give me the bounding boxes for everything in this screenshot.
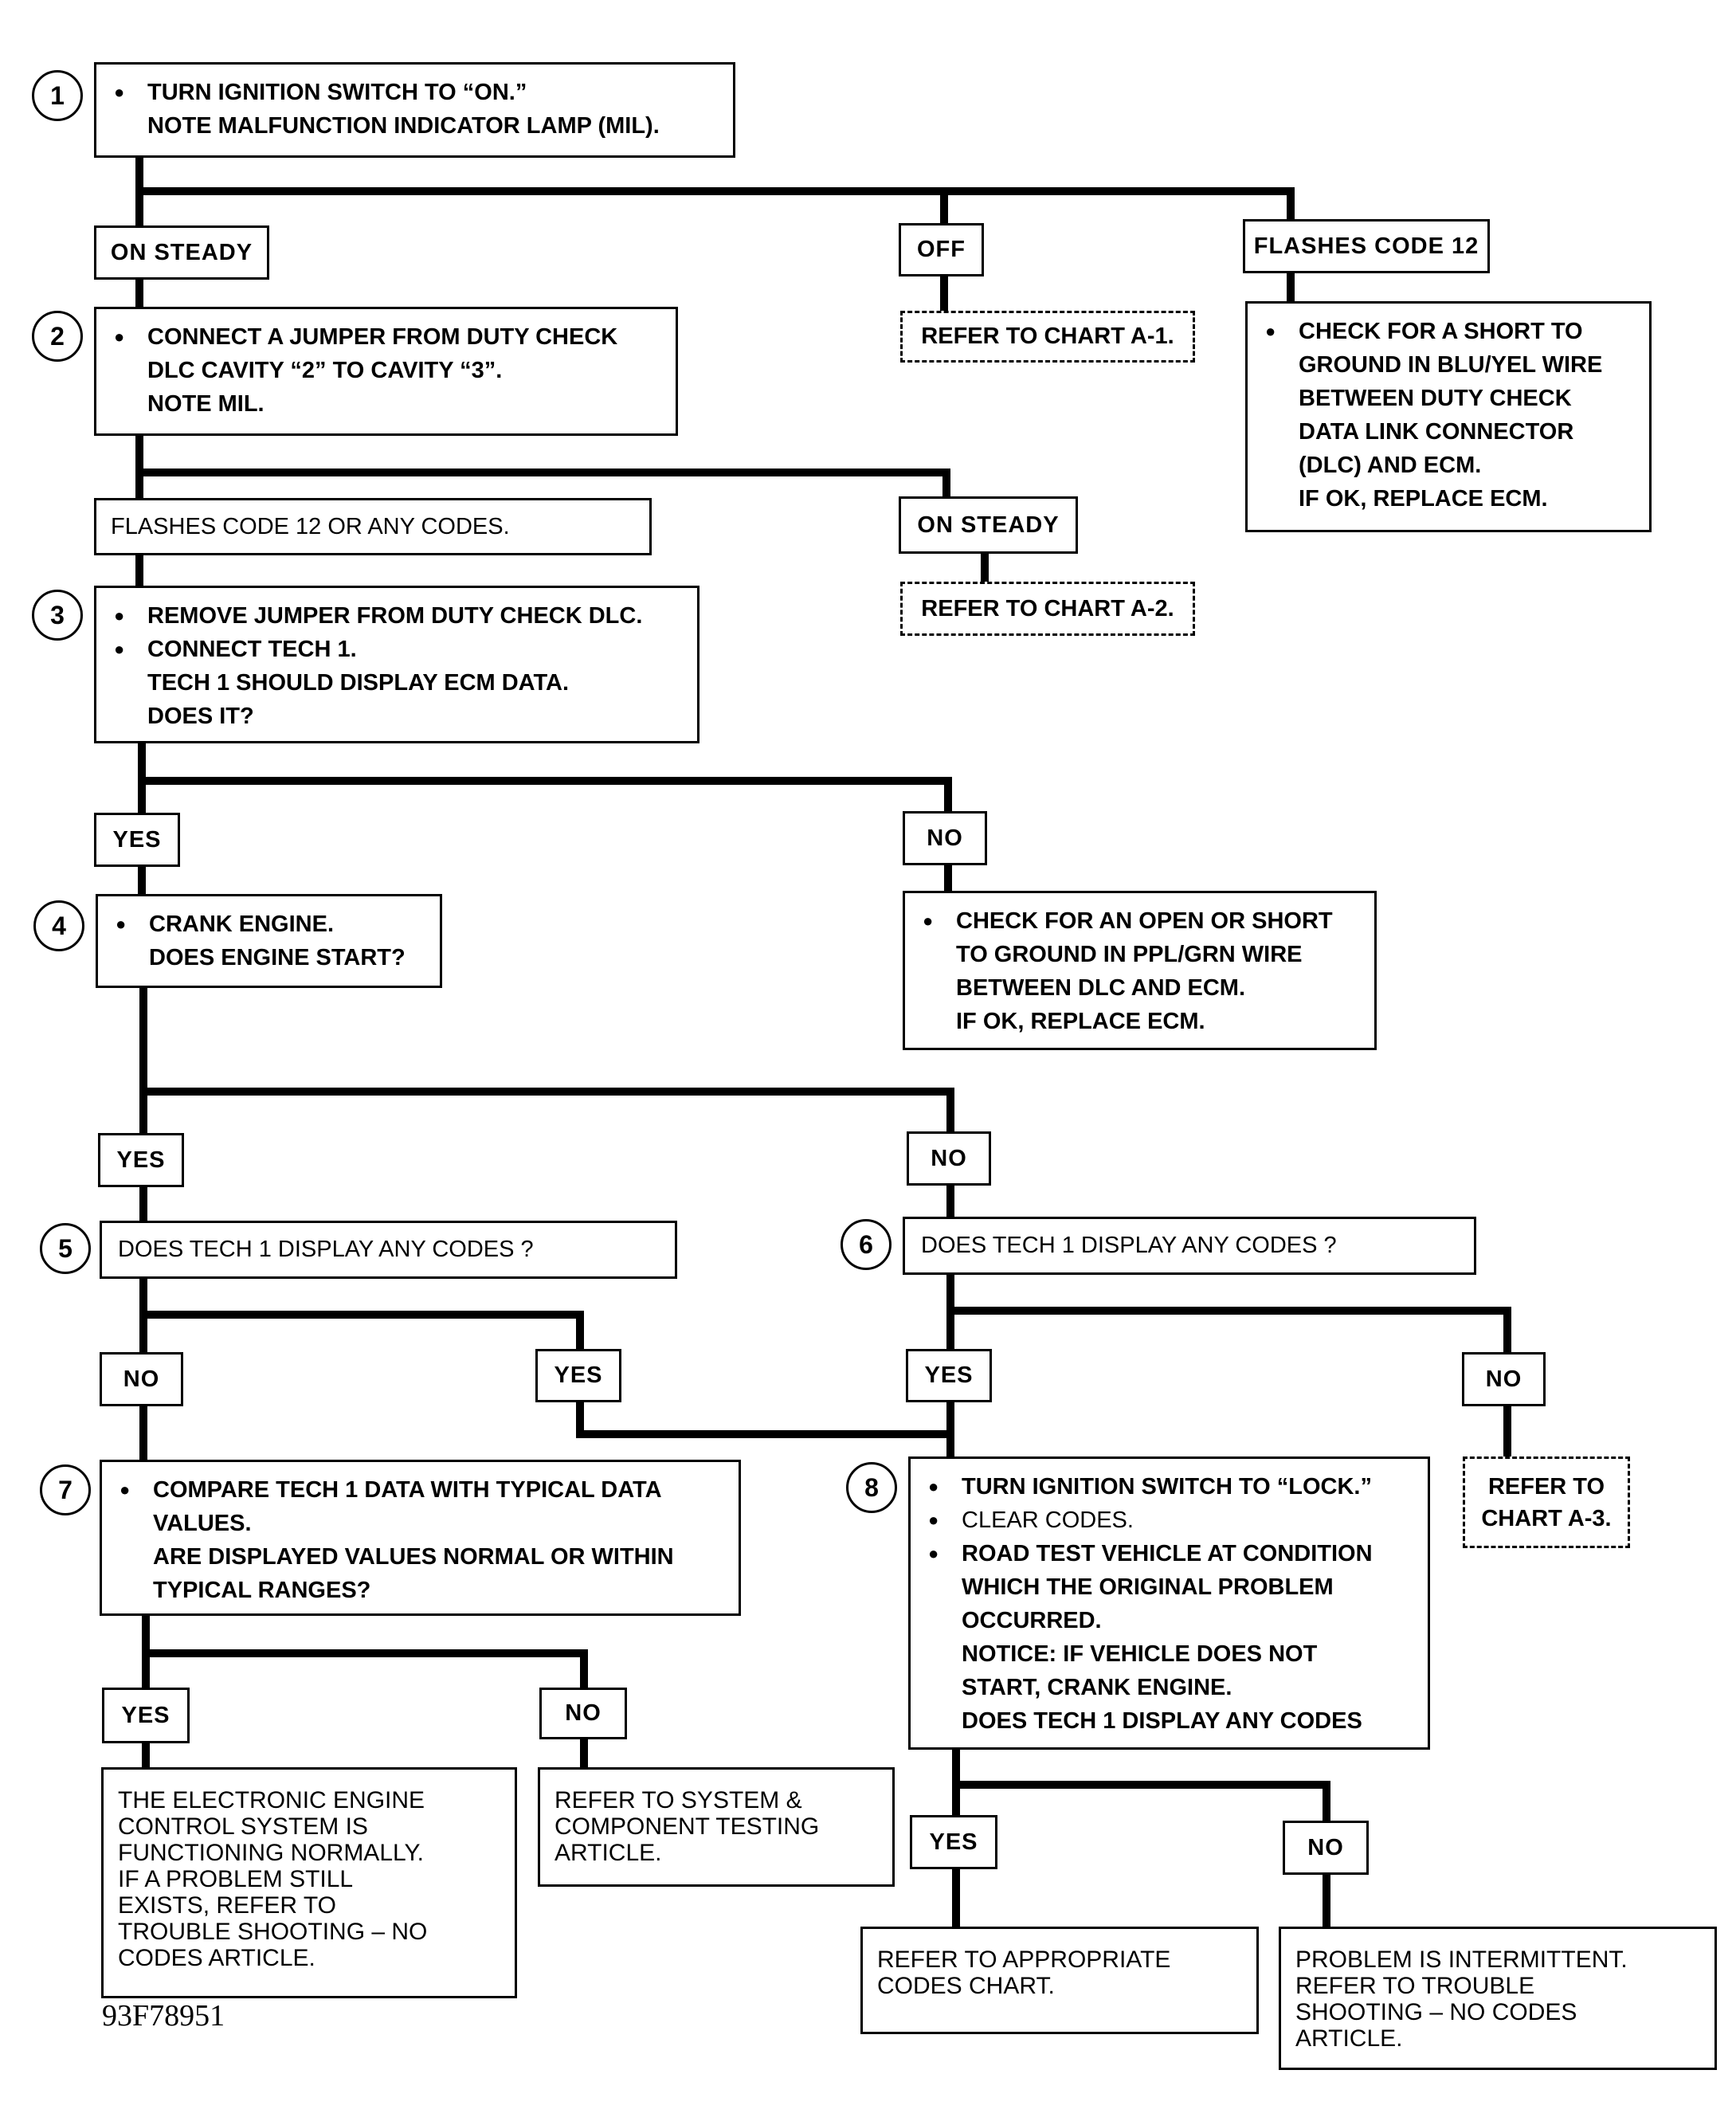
figure-id: 93F78951 <box>102 1999 225 2033</box>
step-4-box: CRANK ENGINE. DOES ENGINE START? <box>96 894 442 988</box>
label-no-step-4: NO <box>907 1131 991 1186</box>
step-number-8: 8 <box>846 1462 897 1513</box>
step-5-box: DOES TECH 1 DISPLAY ANY CODES ? <box>100 1221 677 1279</box>
open-ppl-grn-text: CHECK FOR AN OPEN OR SHORT TO GROUND IN … <box>919 904 1360 1038</box>
step-8-line-3: ROAD TEST VEHICLE AT CONDITION WHICH THE… <box>925 1537 1413 1738</box>
step-8-line-1: TURN IGNITION SWITCH TO “LOCK.” <box>925 1470 1413 1504</box>
label-flashes-any-codes: FLASHES CODE 12 OR ANY CODES. <box>94 498 652 555</box>
label-flashes-code-12: FLASHES CODE 12 <box>1243 219 1490 273</box>
step-number-5: 5 <box>40 1223 91 1274</box>
label-yes-step-8: YES <box>910 1815 997 1869</box>
step-3-line-2: CONNECT TECH 1. TECH 1 SHOULD DISPLAY EC… <box>111 633 683 733</box>
step-1-box: TURN IGNITION SWITCH TO “ON.” NOTE MALFU… <box>94 62 735 158</box>
step-number-7: 7 <box>40 1464 91 1515</box>
result-chart-a3: REFER TO CHART A-3. <box>1463 1456 1630 1548</box>
label-on-steady-1: ON STEADY <box>94 225 269 280</box>
step-7-box: COMPARE TECH 1 DATA WITH TYPICAL DATA VA… <box>100 1460 741 1616</box>
step-number-4: 4 <box>33 900 84 951</box>
label-yes-step-5: YES <box>535 1349 621 1402</box>
label-yes-step-3: YES <box>94 813 180 867</box>
step-4-line-1: CRANK ENGINE. DOES ENGINE START? <box>112 908 425 974</box>
step-number-3: 3 <box>32 590 83 641</box>
step-number-1: 1 <box>32 70 83 121</box>
label-no-step-6: NO <box>1462 1352 1546 1406</box>
result-functioning-normally: THE ELECTRONIC ENGINE CONTROL SYSTEM IS … <box>101 1767 517 1998</box>
label-no-step-5: NO <box>100 1352 183 1406</box>
step-6-box: DOES TECH 1 DISPLAY ANY CODES ? <box>903 1217 1476 1275</box>
step-3-line-1: REMOVE JUMPER FROM DUTY CHECK DLC. <box>111 599 683 633</box>
result-short-blu-yel: CHECK FOR A SHORT TO GROUND IN BLU/YEL W… <box>1245 301 1652 532</box>
label-yes-step-6: YES <box>906 1349 992 1402</box>
label-no-step-7: NO <box>539 1688 627 1739</box>
label-yes-step-7: YES <box>102 1688 190 1743</box>
short-blu-yel-text: CHECK FOR A SHORT TO GROUND IN BLU/YEL W… <box>1262 315 1635 516</box>
result-system-component: REFER TO SYSTEM & COMPONENT TESTING ARTI… <box>538 1767 895 1887</box>
result-appropriate-codes: REFER TO APPROPRIATE CODES CHART. <box>860 1927 1259 2034</box>
result-intermittent: PROBLEM IS INTERMITTENT. REFER TO TROUBL… <box>1279 1927 1717 2070</box>
step-1-line-1: TURN IGNITION SWITCH TO “ON.” NOTE MALFU… <box>111 76 719 143</box>
step-number-2: 2 <box>32 311 83 362</box>
label-off: OFF <box>899 223 984 276</box>
result-open-ppl-grn: CHECK FOR AN OPEN OR SHORT TO GROUND IN … <box>903 891 1377 1050</box>
label-yes-step-4: YES <box>98 1133 184 1187</box>
step-2-box: CONNECT A JUMPER FROM DUTY CHECK DLC CAV… <box>94 307 678 436</box>
step-2-line-1: CONNECT A JUMPER FROM DUTY CHECK DLC CAV… <box>111 320 661 421</box>
result-chart-a1: REFER TO CHART A-1. <box>900 311 1195 363</box>
result-chart-a2: REFER TO CHART A-2. <box>900 582 1195 636</box>
step-number-6: 6 <box>841 1219 892 1270</box>
label-on-steady-2: ON STEADY <box>899 496 1078 554</box>
label-no-step-3: NO <box>903 811 987 865</box>
step-8-line-2: CLEAR CODES. <box>925 1504 1413 1537</box>
step-3-box: REMOVE JUMPER FROM DUTY CHECK DLC. CONNE… <box>94 586 699 743</box>
label-no-step-8: NO <box>1283 1821 1369 1875</box>
step-8-box: TURN IGNITION SWITCH TO “LOCK.” CLEAR CO… <box>908 1456 1430 1750</box>
step-7-line-1: COMPARE TECH 1 DATA WITH TYPICAL DATA VA… <box>116 1473 724 1607</box>
